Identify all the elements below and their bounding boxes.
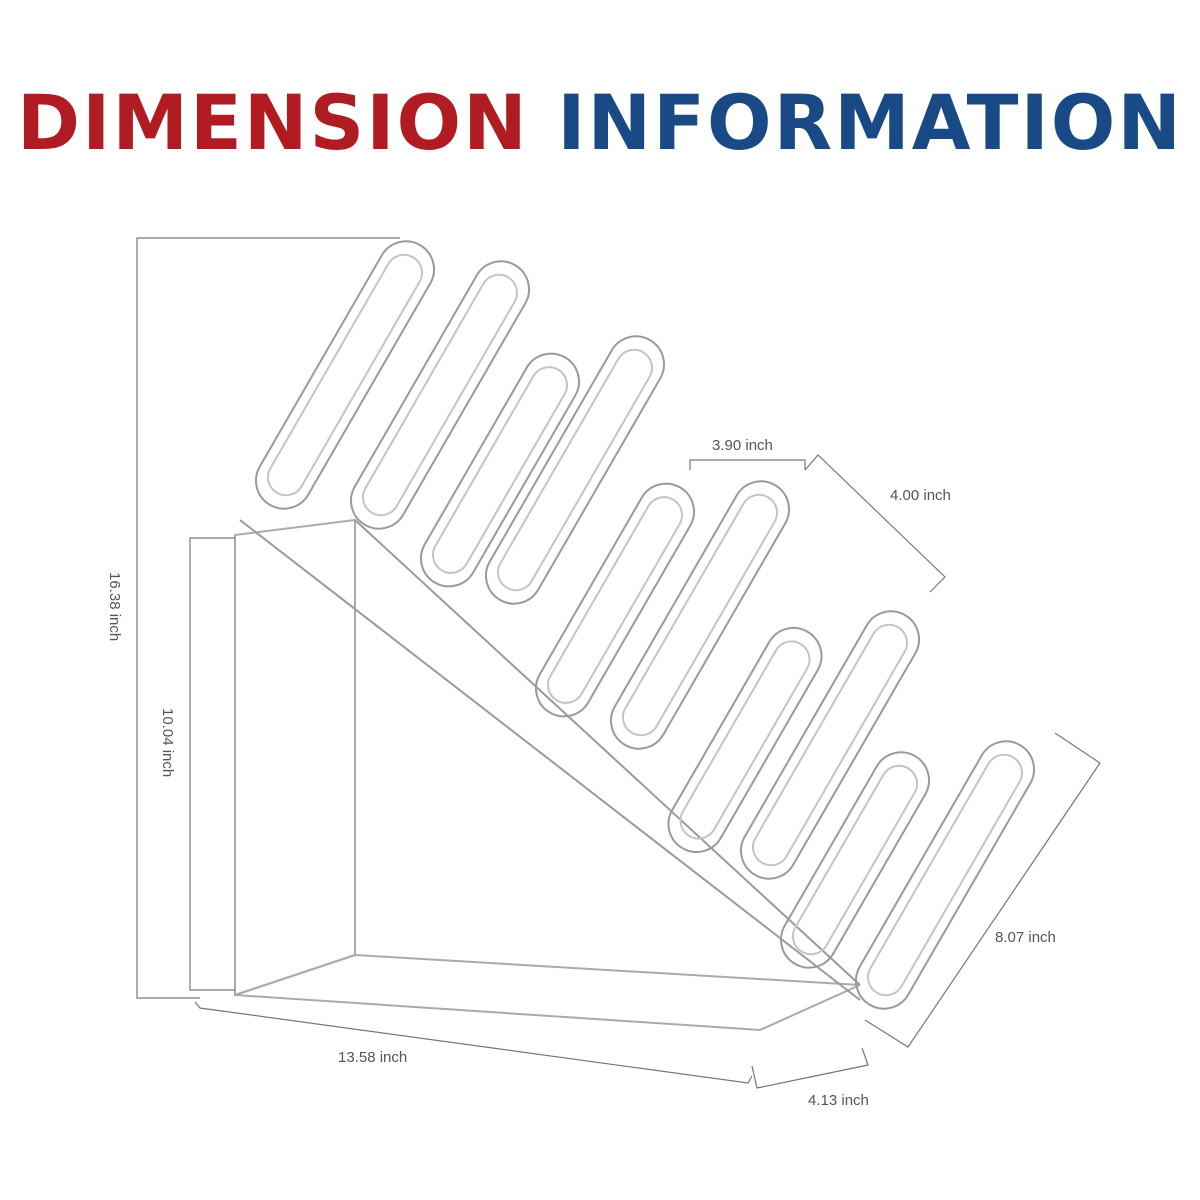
label-slot-length: 8.07 inch [995,929,1056,946]
slot-panel [432,366,568,574]
title-dimension: DIMENSION [16,78,529,167]
dim-line-slot-spacing [804,454,946,593]
slot-panel [740,610,920,880]
slot-panel [497,348,653,592]
slot-panel [752,623,908,867]
slot-panel [780,751,930,969]
slot-panel [255,240,435,510]
page-title: DIMENSION INFORMATION [0,78,1200,167]
acrylic-rack [234,240,1035,1032]
slot-panel [547,496,683,704]
label-slot-width: 3.90 inch [712,437,773,454]
label-total-height: 16.38 inch [106,572,123,641]
slot-panel [350,260,530,530]
slot-panel [267,253,423,497]
title-information: INFORMATION [557,78,1184,167]
dim-line-base-width [751,1047,869,1089]
slope-edge-back [354,519,861,986]
slot-panel [622,493,778,737]
label-base-width: 4.13 inch [808,1092,869,1109]
label-base-length: 13.58 inch [338,1049,407,1066]
slot-panel [792,764,918,956]
dimension-lines [136,237,1101,1089]
slot-panel [485,335,665,605]
slot-panel [855,740,1035,1010]
slot-panel [679,640,811,840]
slot-panel [535,482,695,718]
dim-line-slot-length [864,732,1101,1048]
dim-line-base-length [194,1001,753,1084]
label-slot-spacing: 4.00 inch [890,487,951,504]
dim-line-slot-width [689,459,806,470]
side-panel [234,518,356,997]
slot-panel [667,626,823,854]
base-panel [234,953,861,1032]
label-side-height: 10.04 inch [159,708,176,777]
slope-edge [239,519,861,1001]
slot-panel [610,480,790,750]
slot-panel [362,273,518,517]
slots [255,240,1035,1010]
slot-panel [867,753,1023,997]
dim-line-side-height [189,537,235,991]
dim-line-total-height [136,237,400,999]
slot-panel [420,352,580,588]
